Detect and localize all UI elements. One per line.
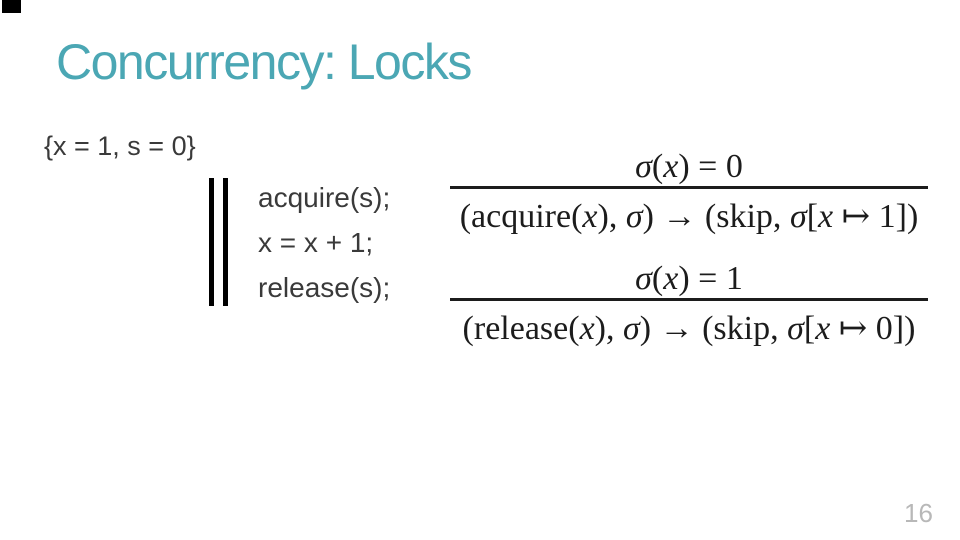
rule-acquire-premise: σ(x) = 0 xyxy=(635,148,743,185)
parallel-bar-right xyxy=(223,178,228,306)
rule-release-conclusion: (release(x), σ) → (skip, σ[x ↦ 0]) xyxy=(462,310,916,347)
slide-title: Concurrency: Locks xyxy=(56,34,472,90)
parallel-bar-left xyxy=(209,178,214,306)
rule-release-premise: σ(x) = 1 xyxy=(635,260,743,297)
inference-rule-acquire: σ(x) = 0 (acquire(x), σ) → (skip, σ[x ↦ … xyxy=(450,148,928,237)
program-block: acquire(s); x = x + 1; release(s); xyxy=(258,175,390,310)
program-line-release: release(s); xyxy=(258,272,391,303)
parallel-bars-icon xyxy=(209,178,229,306)
inference-rule-release: σ(x) = 1 (release(x), σ) → (skip, σ[x ↦ … xyxy=(450,260,928,349)
inference-rules: σ(x) = 0 (acquire(x), σ) → (skip, σ[x ↦ … xyxy=(450,148,928,349)
program-line-increment: x = x + 1; xyxy=(258,227,374,258)
program-line-acquire: acquire(s); xyxy=(258,182,391,213)
rule-acquire-conclusion: (acquire(x), σ) → (skip, σ[x ↦ 1]) xyxy=(459,198,919,235)
fraction-line xyxy=(450,186,928,189)
corner-mark xyxy=(2,0,21,13)
fraction-line xyxy=(450,298,928,301)
page-number: 16 xyxy=(904,498,933,528)
precondition-text: {x = 1, s = 0} xyxy=(44,131,196,161)
